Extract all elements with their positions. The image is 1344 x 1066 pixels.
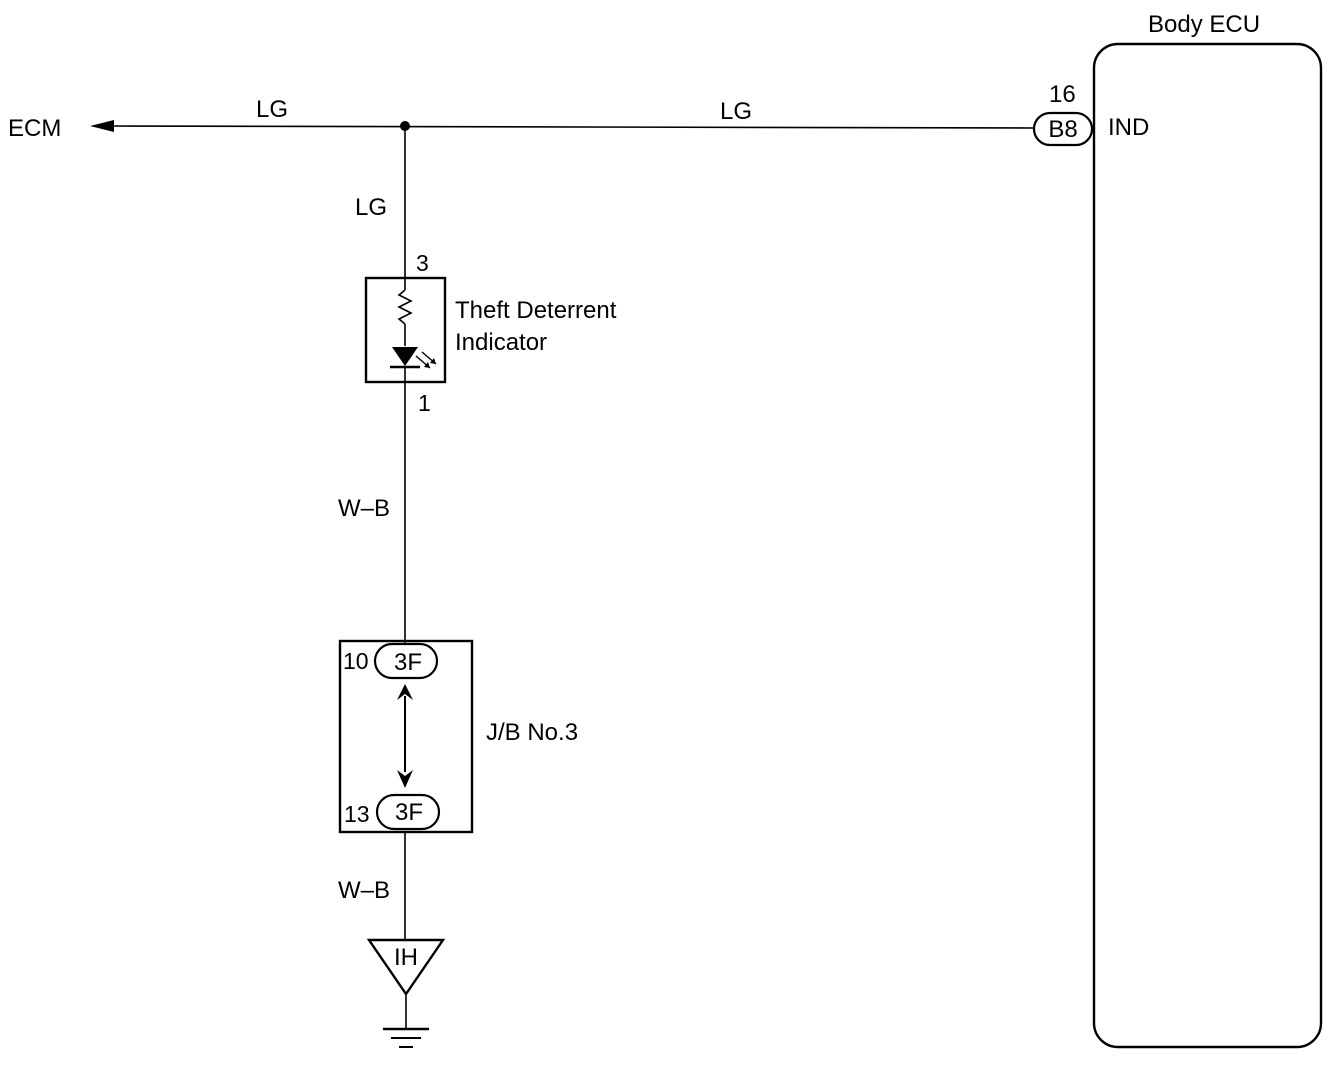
ecm-arrow-icon bbox=[90, 120, 114, 132]
body-ecu-title: Body ECU bbox=[1148, 11, 1260, 38]
wire-color-left: LG bbox=[256, 96, 288, 123]
jb-bottom-connector bbox=[375, 793, 441, 831]
lg-main-wire bbox=[111, 125, 1037, 129]
b8-connector-label: B8 bbox=[1048, 116, 1077, 143]
body-ecu-terminal-number: 16 bbox=[1049, 81, 1076, 108]
b8-connector bbox=[1032, 111, 1094, 147]
indicator-label-line1: Theft Deterrent bbox=[455, 297, 617, 324]
indicator-pin-top: 3 bbox=[416, 250, 429, 276]
body-ecu-terminal-name: IND bbox=[1108, 114, 1149, 141]
wire-color-right: LG bbox=[720, 98, 752, 125]
body-ecu-box bbox=[1092, 42, 1323, 1049]
light-emission-icon bbox=[415, 351, 437, 369]
wire-color-vertical-bottom: W–B bbox=[338, 877, 390, 904]
ground-symbol-icon bbox=[383, 1027, 429, 1048]
jb-top-connector-label: 3F bbox=[394, 649, 422, 676]
jb-bottom-connector-label: 3F bbox=[395, 799, 423, 826]
wire-color-vertical-top: LG bbox=[355, 194, 387, 221]
jb-top-connector bbox=[373, 642, 439, 680]
indicator-pin-bottom: 1 bbox=[418, 390, 431, 416]
indicator-label-line2: Indicator bbox=[455, 329, 547, 356]
ground-point-label: IH bbox=[394, 944, 418, 971]
ground-point-triangle bbox=[366, 938, 446, 997]
jb-arrow-down-icon bbox=[397, 770, 413, 788]
resistor-icon bbox=[397, 289, 413, 325]
junction-block-box bbox=[338, 639, 474, 834]
jb-arrow-up-icon bbox=[397, 684, 413, 700]
wire-color-vertical-mid: W–B bbox=[338, 495, 390, 522]
jb-top-pin: 10 bbox=[343, 648, 369, 674]
jb-bottom-pin: 13 bbox=[344, 801, 370, 827]
junction-block-label: J/B No.3 bbox=[486, 719, 578, 746]
ecm-label: ECM bbox=[8, 115, 61, 142]
led-icon bbox=[392, 347, 418, 366]
